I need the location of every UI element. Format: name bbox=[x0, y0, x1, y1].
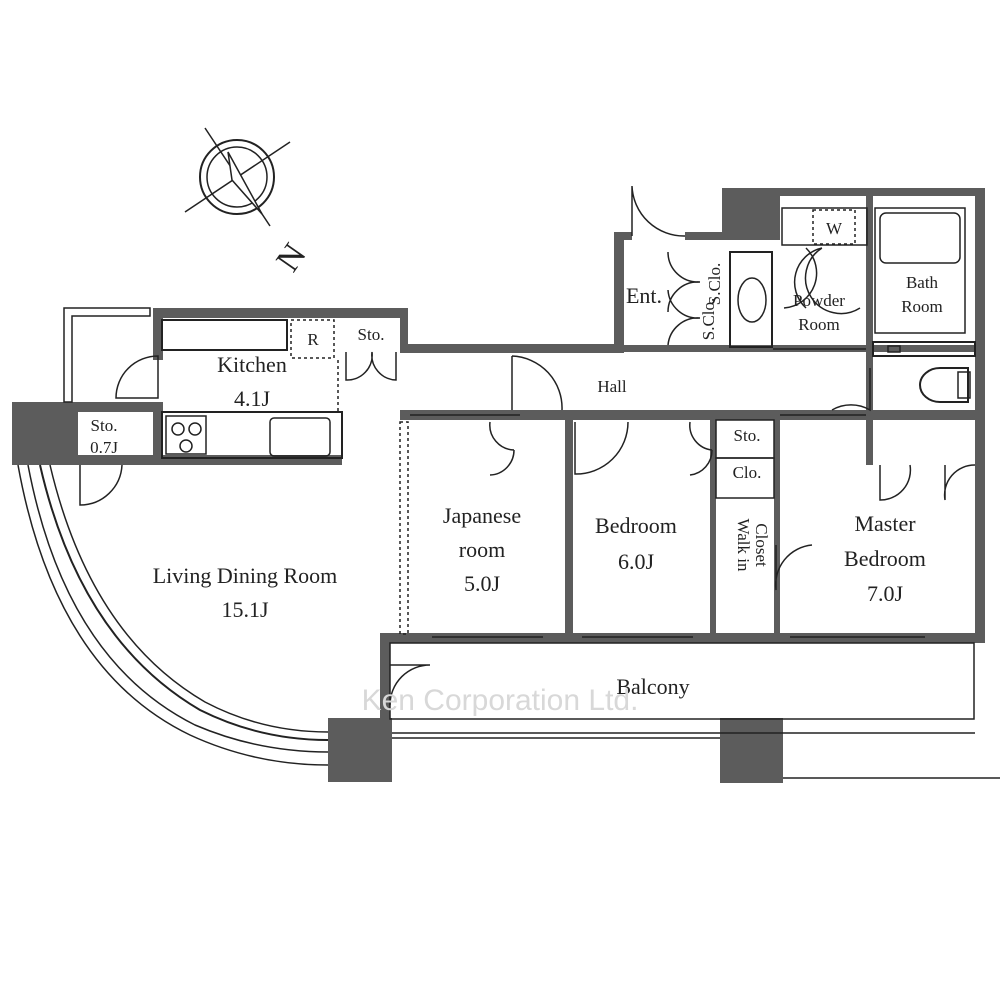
washer-label: W bbox=[826, 219, 843, 238]
burner-icon bbox=[179, 439, 193, 453]
hall-label: Hall bbox=[597, 377, 627, 396]
shoe-closet-label: S.Clo. bbox=[705, 263, 724, 306]
balcony-outline bbox=[389, 642, 1000, 779]
bedroom-storage-label: Sto. bbox=[734, 426, 761, 445]
bath-room-label: Bath bbox=[906, 273, 939, 292]
burner-icon bbox=[171, 422, 185, 436]
compass-icon: N bbox=[184, 127, 314, 278]
bedroom-closet bbox=[715, 457, 775, 499]
kitchen-storage-label: Sto. bbox=[358, 325, 385, 344]
master-bedroom-label: Master bbox=[854, 511, 916, 536]
fixtures bbox=[161, 207, 976, 635]
master-bedroom-size: 7.0J bbox=[867, 581, 904, 606]
doors bbox=[79, 185, 976, 706]
living-dining-size: 15.1J bbox=[221, 597, 269, 622]
outdoor-storage-outline bbox=[63, 307, 151, 403]
powder-room-label: Powder bbox=[793, 291, 845, 310]
balcony-label: Balcony bbox=[616, 674, 689, 699]
toilet-icon bbox=[919, 367, 969, 403]
bedroom-label: Bedroom bbox=[595, 513, 677, 538]
bath-room-label-2: Room bbox=[901, 297, 943, 316]
japanese-room-label-2: room bbox=[459, 537, 505, 562]
kitchen-cooktop-counter bbox=[161, 411, 343, 459]
japanese-room-size: 5.0J bbox=[464, 571, 501, 596]
refrigerator-space bbox=[290, 319, 335, 359]
powder-room-label-2: Room bbox=[798, 315, 840, 334]
washbasin-icon bbox=[737, 277, 767, 323]
refrigerator-label: R bbox=[307, 330, 319, 349]
walk-in-closet-label-2: Closet bbox=[752, 523, 771, 567]
burner-icon bbox=[188, 422, 202, 436]
bathtub bbox=[874, 207, 966, 334]
washbasin-counter bbox=[729, 251, 773, 348]
bedroom-size: 6.0J bbox=[618, 549, 655, 574]
compass-north-label: N bbox=[269, 237, 313, 278]
walk-in-closet-label: Walk in bbox=[734, 519, 753, 572]
entrance-door bbox=[631, 185, 686, 237]
curved-window-wall bbox=[17, 464, 329, 766]
kitchen-label: Kitchen bbox=[217, 352, 287, 377]
storage-label: Sto. bbox=[91, 416, 118, 435]
master-bedroom-label-2: Bedroom bbox=[844, 546, 926, 571]
kitchen-counter bbox=[161, 319, 288, 351]
entrance-label: Ent. bbox=[626, 283, 662, 308]
sink-icon bbox=[269, 417, 331, 457]
sliding-screen bbox=[399, 421, 409, 635]
living-dining-label: Living Dining Room bbox=[153, 563, 338, 588]
closet-label: Clo. bbox=[733, 463, 762, 482]
shoe-closet-label: S.Clo. bbox=[699, 298, 718, 341]
washer-space bbox=[812, 209, 856, 245]
kitchen-size: 4.1J bbox=[234, 386, 271, 411]
japanese-room-label: Japanese bbox=[443, 503, 521, 528]
watermark: Ken Corporation Ltd. bbox=[362, 684, 639, 717]
storage-size: 0.7J bbox=[90, 438, 118, 457]
